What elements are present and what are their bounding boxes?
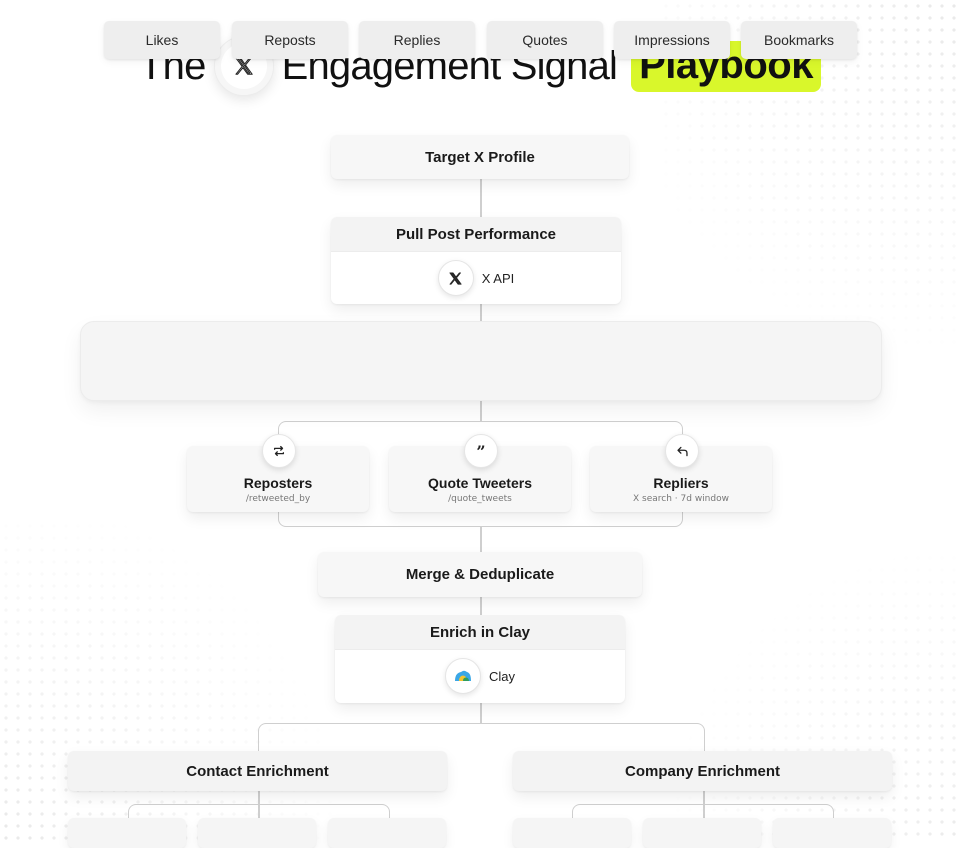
metric-impressions: Impressions (614, 21, 730, 59)
connector (703, 790, 705, 820)
connector (480, 179, 482, 217)
merge-dedupe-card: Merge & Deduplicate (318, 552, 642, 597)
metric-replies: Replies (359, 21, 475, 59)
metric-bookmarks: Bookmarks (741, 21, 857, 59)
company-subcard (643, 818, 761, 848)
enrich-clay-card: Enrich in Clay Clay (335, 615, 625, 703)
contact-subcard (198, 818, 316, 848)
clay-label: Clay (488, 668, 515, 684)
contact-subcard (328, 818, 446, 848)
connector (480, 304, 482, 322)
target-profile-card: Target X Profile (331, 135, 629, 179)
dot-pattern-bottom-left (0, 520, 360, 840)
connector (480, 399, 482, 421)
source-endpoint: /retweeted_by (245, 494, 311, 504)
source-endpoint: /quote_tweets (448, 494, 512, 504)
enrich-clay-title: Enrich in Clay (335, 615, 625, 650)
company-subcard (773, 818, 891, 848)
metric-quotes: Quotes (487, 21, 603, 59)
pull-performance-card: Pull Post Performance X API (331, 217, 621, 304)
connector (480, 597, 482, 615)
contact-enrichment-card: Contact Enrichment (68, 751, 447, 791)
metric-likes: Likes (104, 21, 220, 59)
source-endpoint: X search · 7d window (633, 494, 729, 504)
company-enrichment-card: Company Enrichment (513, 751, 892, 791)
split-bracket (278, 421, 683, 446)
dot-pattern-bottom-right (660, 540, 960, 840)
x-logo-icon (437, 260, 474, 296)
reply-icon (665, 434, 699, 468)
connector (258, 790, 260, 820)
x-logo-icon (213, 36, 274, 96)
repost-icon (262, 434, 296, 468)
connector (480, 703, 482, 723)
source-name: Quote Tweeters (428, 475, 532, 491)
contact-subcard (68, 818, 186, 848)
x-api-label: X API (481, 270, 515, 286)
company-subcard (513, 818, 631, 848)
pull-performance-title: Pull Post Performance (331, 217, 621, 252)
branch-bracket (258, 723, 705, 752)
source-name: Reposters (243, 475, 313, 491)
clay-logo-icon (444, 658, 481, 694)
source-name: Repliers (653, 475, 709, 491)
metrics-panel (80, 321, 882, 401)
quote-icon: ” (464, 434, 498, 468)
connector (480, 526, 482, 552)
metric-reposts: Reposts (232, 21, 348, 59)
